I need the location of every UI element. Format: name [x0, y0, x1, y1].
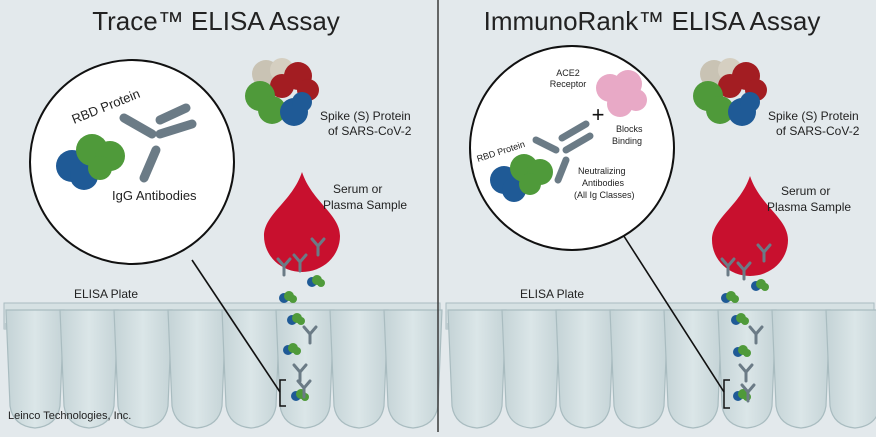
- left-well-8: [383, 309, 443, 429]
- right-inset-antibody-label-3: (All Ig Classes): [574, 190, 635, 200]
- left-spike-label-1: Spike (S) Protein: [320, 109, 411, 123]
- right-inset-antibody-label-2: Antibodies: [582, 178, 625, 188]
- right-well-1: [447, 309, 507, 429]
- left-plate-label: ELISA Plate: [74, 287, 138, 301]
- right-well-5: [663, 309, 723, 429]
- right-inset-ace2-receptor: [596, 70, 647, 117]
- right-sample-label-1: Serum or: [781, 184, 830, 198]
- rbd-protein-icon: [279, 291, 297, 303]
- rbd-protein-icon: [721, 291, 739, 303]
- left-zoom-line: [191, 259, 281, 393]
- left-title: Trace™ ELISA Assay: [92, 6, 340, 36]
- right-well-2: [501, 309, 561, 429]
- right-bracket: [723, 379, 730, 409]
- right-inset-receptor-label-2: Receptor: [550, 79, 587, 89]
- right-inset-antibodies: [532, 120, 594, 184]
- left-inset-antibodies: [119, 103, 197, 183]
- rbd-protein-icon: [751, 279, 769, 291]
- right-well-3: [555, 309, 615, 429]
- left-bracket: [279, 379, 286, 407]
- right-plate-label: ELISA Plate: [520, 287, 584, 301]
- left-sample-label-1: Serum or: [333, 182, 382, 196]
- left-well-7: [329, 309, 389, 429]
- right-sample-label-2: Plasma Sample: [767, 200, 851, 214]
- right-spike-label-2: of SARS-CoV-2: [776, 124, 860, 138]
- left-well-5: [221, 309, 281, 429]
- right-spike-label-1: Spike (S) Protein: [768, 109, 859, 123]
- right-inset-blocks-label-1: Blocks: [616, 124, 643, 134]
- left-spike-protein: [245, 58, 319, 126]
- left-panel: Trace™ ELISA Assay ELISA Plate Spike (S)…: [3, 6, 443, 429]
- right-well-8: [825, 309, 876, 429]
- credit-text: Leinco Technologies, Inc.: [8, 410, 131, 422]
- blocks-binding-icon: +: [592, 102, 605, 127]
- left-spike-label-2: of SARS-CoV-2: [328, 124, 412, 138]
- left-inset-rbd-protein: [56, 134, 125, 190]
- left-inset-antibody-label: IgG Antibodies: [112, 188, 197, 203]
- right-zoom-line: [619, 229, 725, 393]
- right-panel: ImmunoRank™ ELISA Assay ELISA Plate Spik…: [445, 6, 876, 429]
- right-wells: [447, 309, 876, 429]
- right-well-4: [609, 309, 669, 429]
- right-spike-protein: [693, 58, 767, 126]
- left-blood-drop: [264, 172, 340, 272]
- left-sample-label-2: Plasma Sample: [323, 198, 407, 212]
- right-inset-blocks-label-2: Binding: [612, 136, 642, 146]
- right-well-7: [771, 309, 831, 429]
- right-title: ImmunoRank™ ELISA Assay: [484, 6, 821, 36]
- right-inset-antibody-label-1: Neutralizing: [578, 166, 626, 176]
- right-inset-rbd-protein: [490, 154, 553, 202]
- left-well-4: [167, 309, 227, 429]
- right-inset-receptor-label-1: ACE2: [556, 68, 580, 78]
- rbd-protein-icon: [307, 275, 325, 287]
